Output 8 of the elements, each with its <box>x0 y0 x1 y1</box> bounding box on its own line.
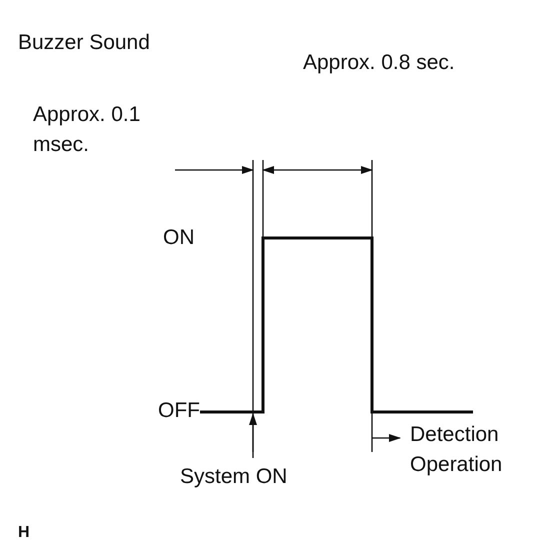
signal-level-label: ON <box>163 225 194 251</box>
event-label: System ON <box>180 464 288 490</box>
signal-level-label: OFF <box>158 398 200 424</box>
duration-label: Approx. 0.1 msec. <box>33 102 142 158</box>
title: Buzzer Sound <box>18 30 150 56</box>
event-label: Detection Operation <box>410 422 504 478</box>
duration-label: Approx. 0.8 sec. <box>303 50 455 76</box>
figure-code: H <box>18 523 30 543</box>
